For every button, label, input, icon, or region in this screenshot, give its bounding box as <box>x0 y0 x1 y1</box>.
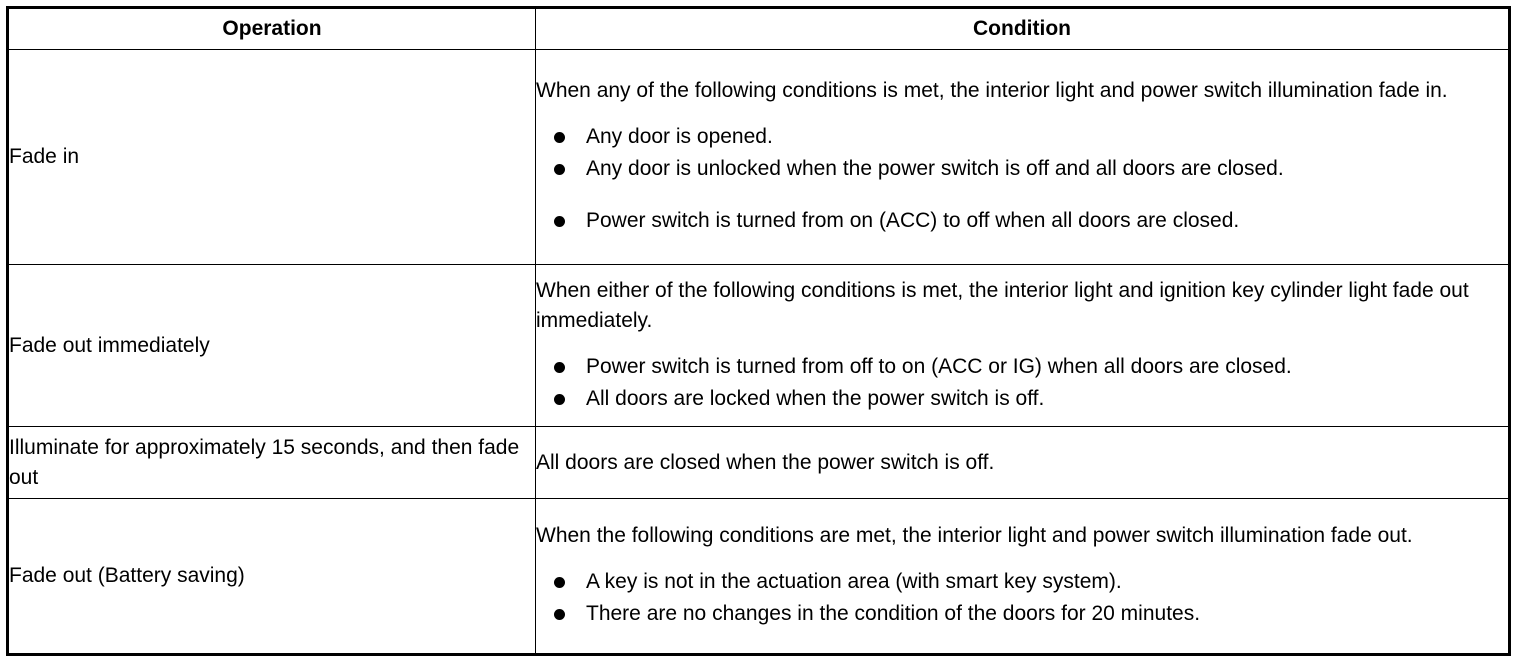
list-item: Any door is opened. <box>554 122 1508 152</box>
condition-list: Power switch is turned from off to on (A… <box>536 352 1508 414</box>
table-row: Illuminate for approximately 15 seconds,… <box>7 426 1510 499</box>
operation-cell: Fade out (Battery saving) <box>7 498 536 655</box>
operation-cell: Illuminate for approximately 15 seconds,… <box>7 426 536 499</box>
bullet-icon <box>554 216 565 227</box>
condition-cell: When the following conditions are met, t… <box>535 498 1510 655</box>
list-item: All doors are locked when the power swit… <box>554 384 1508 414</box>
header-operation: Operation <box>7 7 536 50</box>
bullet-icon <box>554 609 565 620</box>
list-item: Any door is unlocked when the power swit… <box>554 154 1508 184</box>
operation-cell: Fade out immediately <box>7 264 536 427</box>
list-item-text: Power switch is turned from on (ACC) to … <box>586 209 1240 232</box>
condition-cell: All doors are closed when the power swit… <box>535 426 1510 499</box>
condition-list: A key is not in the actuation area (with… <box>536 567 1508 629</box>
condition-cell: When either of the following conditions … <box>535 264 1510 427</box>
list-item: There are no changes in the condition of… <box>554 599 1508 629</box>
list-item-text: Any door is opened. <box>586 125 773 148</box>
list-item-text: Any door is unlocked when the power swit… <box>586 157 1284 180</box>
header-row: Operation Condition <box>7 7 1510 50</box>
list-item: Power switch is turned from on (ACC) to … <box>554 206 1508 236</box>
bullet-icon <box>554 164 565 175</box>
condition-cell: When any of the following conditions is … <box>535 49 1510 265</box>
bullet-icon <box>554 393 565 405</box>
list-item: Power switch is turned from off to on (A… <box>554 352 1508 382</box>
table-row: Fade out immediately When either of the … <box>7 264 1510 427</box>
table-row: Fade out (Battery saving) When the follo… <box>7 498 1510 655</box>
condition-intro: When the following conditions are met, t… <box>536 524 1413 547</box>
bullet-icon <box>554 361 565 373</box>
bullet-icon <box>554 577 565 588</box>
table-row: Fade in When any of the following condit… <box>7 49 1510 265</box>
condition-list: Any door is opened. Any door is unlocked… <box>536 122 1508 236</box>
operation-cell: Fade in <box>7 49 536 265</box>
condition-intro: All doors are closed when the power swit… <box>536 450 995 474</box>
bullet-icon <box>554 132 565 143</box>
list-item-text: All doors are locked when the power swit… <box>586 386 1045 410</box>
condition-intro: When either of the following conditions … <box>536 278 1469 332</box>
list-item-text: Power switch is turned from off to on (A… <box>586 354 1292 378</box>
list-item-text: There are no changes in the condition of… <box>586 602 1201 625</box>
list-item: A key is not in the actuation area (with… <box>554 567 1508 597</box>
condition-intro: When any of the following conditions is … <box>536 79 1448 102</box>
list-item-text: A key is not in the actuation area (with… <box>586 570 1122 593</box>
header-condition: Condition <box>535 7 1510 50</box>
operation-condition-table: Operation Condition Fade in When any of … <box>6 6 1511 656</box>
